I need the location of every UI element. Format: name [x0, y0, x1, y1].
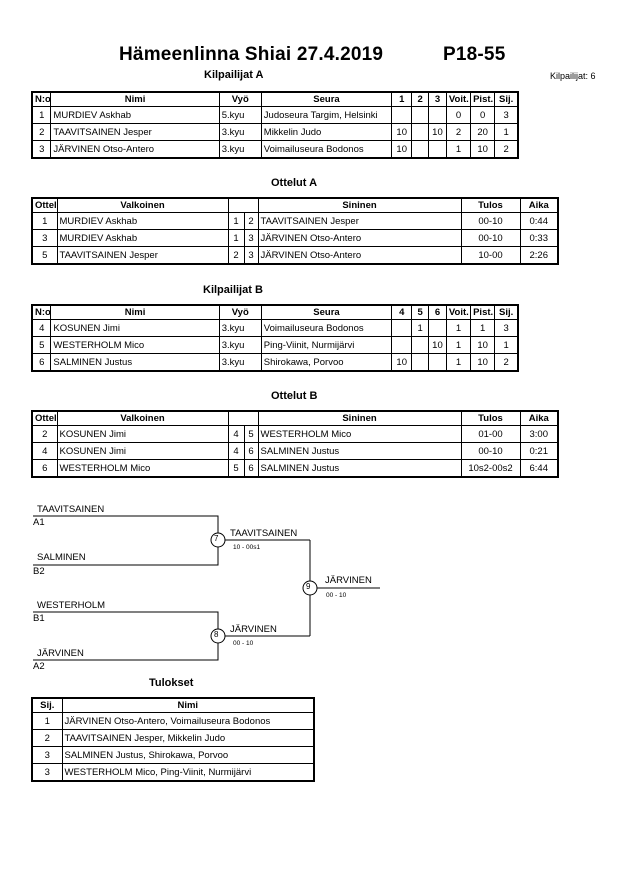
results-title: Tulokset	[149, 677, 194, 689]
table-cell: 2:26	[519, 246, 559, 265]
table-cell: 10	[391, 140, 413, 159]
column-header: 1	[391, 91, 413, 107]
competitors-count: Kilpailijat: 6	[550, 71, 596, 81]
table-cell: WESTERHOLM Mico	[50, 336, 220, 354]
table-cell: Voimailuseura Bodonos	[260, 140, 393, 159]
table-cell: JÄRVINEN Otso-Antero, Voimailuseura Bodo…	[61, 712, 315, 730]
matches-a-title: Ottelut A	[271, 177, 318, 189]
pool-a-title: Kilpailijat A	[204, 69, 264, 81]
match7-score: 10 - 00s1	[233, 544, 261, 551]
matches-a-header-row: OtteluValkoinenSininenTulosAika	[31, 197, 559, 213]
column-header: Nimi	[61, 697, 315, 713]
table-cell: WESTERHOLM Mico, Ping-Viinit, Nurmijärvi	[61, 763, 315, 782]
bracket-entry-1-seed: A1	[33, 517, 45, 528]
bracket-entry-3-seed: B1	[33, 613, 45, 624]
bracket-entry-4-seed: A2	[33, 661, 45, 672]
match9-circle	[302, 580, 318, 596]
table-cell: 6	[243, 442, 259, 460]
bracket-entry-4-name: JÄRVINEN	[37, 648, 84, 659]
table-cell: 1	[494, 123, 519, 141]
pool-b-title: Kilpailijat B	[203, 284, 263, 296]
table-cell: 10-00	[460, 246, 521, 265]
table-cell: 1	[494, 336, 519, 354]
matches-b-title: Ottelut B	[271, 390, 318, 402]
table-cell	[391, 336, 413, 354]
match8-winner: JÄRVINEN	[230, 624, 277, 635]
table-cell: 3.kyu	[218, 353, 262, 372]
match9-score: 00 - 10	[326, 592, 347, 599]
bracket-entry-1-name: TAAVITSAINEN	[37, 504, 105, 515]
table-cell: Ping-Viinit, Nurmijärvi	[260, 336, 393, 354]
table-cell: 1	[445, 353, 472, 372]
table-cell: TAAVITSAINEN Jesper, Mikkelin Judo	[61, 729, 315, 747]
table-cell: 0:33	[519, 229, 559, 247]
match7-number: 7	[214, 534, 219, 543]
table-cell: 0:21	[519, 442, 559, 460]
bracket-entry-3-name: WESTERHOLM	[37, 600, 106, 611]
table-cell: 1	[445, 336, 472, 354]
table-cell: TAAVITSAINEN Jesper	[50, 123, 220, 141]
table-cell: 10	[391, 123, 413, 141]
table-cell: 4	[31, 442, 58, 460]
match8-score: 00 - 10	[233, 640, 254, 647]
table-cell: SALMINEN Justus	[257, 459, 462, 478]
table-cell: 1	[31, 712, 63, 730]
table-cell: KOSUNEN Jimi	[56, 442, 229, 460]
table-cell: 3	[31, 763, 63, 782]
table-cell: 3	[31, 746, 63, 764]
table-cell: 5	[227, 459, 245, 478]
match9-number: 9	[306, 582, 311, 591]
table-cell: 2	[494, 140, 519, 159]
table-cell: MURDIEV Askhab	[56, 229, 229, 247]
bracket-entry-2-name: SALMINEN	[37, 552, 86, 563]
match7-circle	[210, 532, 226, 548]
match7-winner: TAAVITSAINEN	[230, 528, 298, 539]
table-cell: JÄRVINEN Otso-Antero	[50, 140, 220, 159]
table-cell: Shirokawa, Porvoo	[260, 353, 393, 372]
bracket-entry-2-seed: B2	[33, 566, 45, 577]
matches-b-table: OtteluValkoinenSininenTulosAika2KOSUNEN …	[31, 410, 559, 478]
table-cell: SALMINEN Justus	[50, 353, 220, 372]
table-cell: 10	[428, 123, 447, 141]
table-cell: 2	[494, 353, 519, 372]
match8-number: 8	[214, 630, 219, 639]
event-title: Hämeenlinna Shiai 27.4.2019	[119, 44, 384, 65]
results-header-row: Sij.Nimi	[31, 697, 315, 713]
column-header: Sij.	[31, 697, 63, 713]
table-cell: 6:44	[519, 459, 559, 478]
match9-winner: JÄRVINEN	[325, 575, 372, 586]
category-title: P18-55	[443, 44, 506, 65]
matches-a-table: OtteluValkoinenSininenTulosAika1MURDIEV …	[31, 197, 559, 265]
table-cell: JÄRVINEN Otso-Antero	[257, 229, 462, 247]
match8-circle	[210, 628, 226, 644]
table-cell: 2	[31, 729, 63, 747]
table-cell: SALMINEN Justus, Shirokawa, Porvoo	[61, 746, 315, 764]
table-cell: 10	[391, 353, 413, 372]
table-cell: Mikkelin Judo	[260, 123, 393, 141]
matches-b-header-row: OtteluValkoinenSininenTulosAika	[31, 410, 559, 426]
